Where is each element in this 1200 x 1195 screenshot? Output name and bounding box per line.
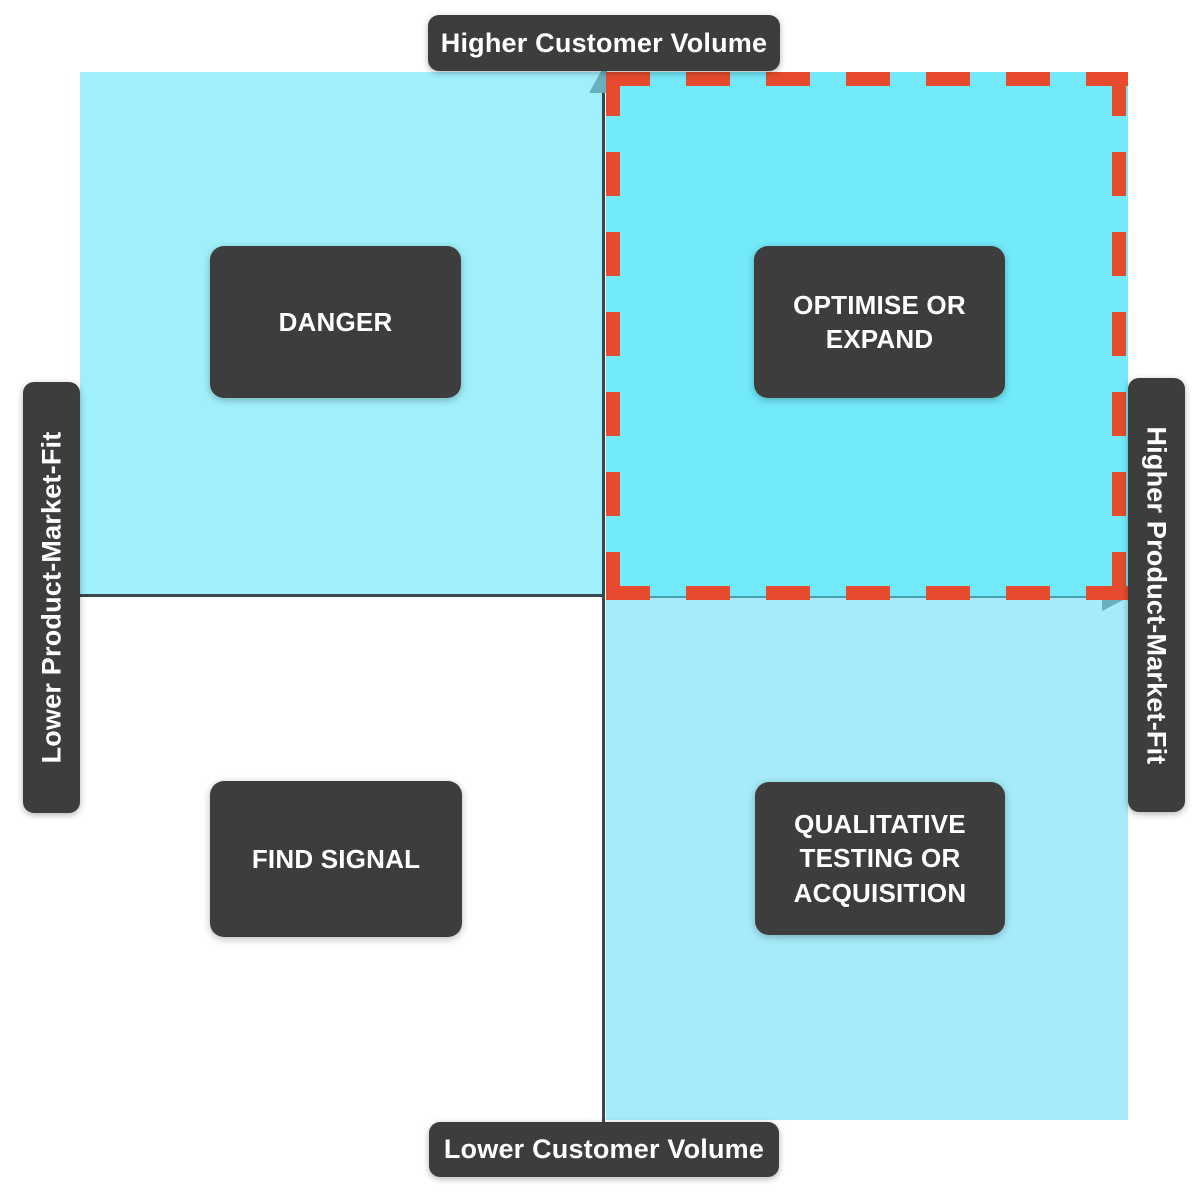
dashed-border-bottom	[606, 586, 1128, 600]
quadrant-box-qualitative-testing: QUALITATIVE TESTING OR ACQUISITION	[755, 782, 1005, 935]
dashed-border-left	[606, 72, 620, 596]
axis-label-left: Lower Product-Market-Fit	[23, 382, 80, 813]
quadrant-box-danger-text: DANGER	[278, 306, 393, 337]
dashed-border-top	[606, 72, 1128, 86]
quadrant-box-optimise-text: OPTIMISE OR EXPAND	[793, 289, 966, 354]
axis-label-bottom: Lower Customer Volume	[429, 1122, 779, 1177]
vertical-axis-line-bottom	[602, 595, 605, 1122]
axis-label-top-text: Higher Customer Volume	[440, 27, 768, 58]
quadrant-box-find-signal-text: FIND SIGNAL	[251, 843, 421, 874]
quadrant-box-qualitative-text: QUALITATIVE TESTING OR ACQUISITION	[793, 809, 967, 908]
axis-label-left-text: Lower Product-Market-Fit	[36, 431, 67, 764]
axis-label-right-text: Higher Product-Market-Fit	[1142, 425, 1172, 765]
axis-label-right: Higher Product-Market-Fit	[1128, 378, 1185, 812]
dashed-border-right	[1112, 72, 1126, 596]
quadrant-box-optimise-or-expand: OPTIMISE OR EXPAND	[754, 246, 1005, 398]
quadrant-box-danger: DANGER	[210, 246, 461, 398]
horizontal-axis-line-left	[78, 594, 604, 597]
vertical-axis-line-top	[602, 72, 605, 595]
quadrant-box-find-signal: FIND SIGNAL	[210, 781, 462, 937]
axis-label-top: Higher Customer Volume	[428, 15, 780, 71]
axis-label-bottom-text: Lower Customer Volume	[443, 1134, 765, 1164]
